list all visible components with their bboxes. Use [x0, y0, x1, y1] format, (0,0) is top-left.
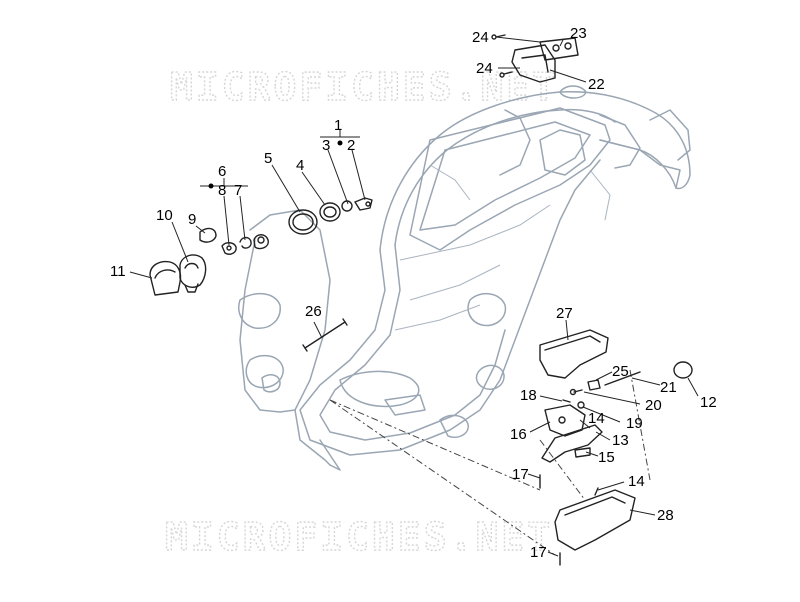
callout-1: 1 — [334, 117, 342, 134]
callout-16: 16 — [510, 426, 527, 443]
callout-19: 19 — [626, 415, 643, 432]
callout-22: 22 — [588, 76, 605, 93]
part-22-mount — [511, 44, 556, 83]
callout-17-lower: 17 — [530, 544, 547, 561]
callout-27: 27 — [556, 305, 573, 322]
callout-24-upper: 24 — [472, 29, 489, 46]
callout-20: 20 — [645, 397, 662, 414]
callout-11: 11 — [110, 263, 126, 280]
part-4-lock-body — [319, 202, 341, 222]
callout-labels: 1 2 3 4 5 6 7 8 9 10 11 12 13 14 14 15 1… — [110, 25, 717, 561]
callout-18: 18 — [520, 387, 537, 404]
part-21-rod — [604, 371, 641, 386]
part-12-oring — [673, 361, 693, 379]
part-19-nut — [577, 401, 585, 409]
callout-17-upper: 17 — [512, 466, 529, 483]
part-27-cover — [539, 329, 609, 379]
callout-6: 6 — [218, 163, 226, 180]
scooter-frame — [238, 85, 691, 471]
callout-10: 10 — [156, 207, 173, 224]
callout-12: 12 — [700, 394, 717, 411]
watermark-bottom: MICROFICHES.NET — [165, 515, 553, 559]
callout-15: 15 — [598, 449, 615, 466]
part-28-tray — [554, 487, 636, 551]
part-5-ring — [288, 209, 318, 235]
callout-14-lower: 14 — [628, 473, 645, 490]
callout-26: 26 — [305, 303, 322, 320]
part-11-cover — [149, 260, 182, 296]
callout-7: 7 — [234, 182, 242, 199]
kit-dot-3 — [337, 140, 343, 146]
callout-5: 5 — [264, 150, 272, 167]
leader-lines — [129, 36, 699, 557]
part-7b-bushing — [253, 234, 269, 250]
part-26-rod — [302, 318, 348, 352]
part-16-latch — [544, 404, 586, 437]
callout-3: 3 — [322, 137, 330, 154]
part-15-clip — [574, 447, 591, 458]
callout-13: 13 — [612, 432, 629, 449]
assembly-lines — [329, 369, 651, 556]
part-9-pawl — [199, 227, 217, 243]
callout-2: 2 — [347, 137, 355, 154]
callout-8: 8 — [218, 182, 226, 199]
part-8-washer — [221, 242, 237, 255]
callout-21: 21 — [660, 379, 677, 396]
part-10-lock-housing — [179, 254, 207, 293]
part-13-bracket — [541, 424, 603, 463]
part-20-screw — [569, 388, 583, 396]
callout-9: 9 — [188, 211, 196, 228]
part-25-clip — [587, 379, 601, 391]
part-17-screws — [539, 474, 561, 566]
callout-14-upper: 14 — [588, 410, 605, 427]
part-2-key — [354, 197, 373, 211]
callout-23: 23 — [570, 25, 587, 42]
part-23-bracket — [539, 37, 579, 61]
kit-dot-8 — [208, 183, 214, 189]
part-7-spring — [239, 236, 252, 249]
part-18-screw — [562, 399, 571, 403]
callout-24-lower: 24 — [476, 60, 493, 77]
callout-4: 4 — [296, 157, 304, 174]
watermark-top: MICROFICHES.NET — [170, 65, 558, 109]
callout-28: 28 — [657, 507, 674, 524]
callout-25: 25 — [612, 363, 629, 380]
